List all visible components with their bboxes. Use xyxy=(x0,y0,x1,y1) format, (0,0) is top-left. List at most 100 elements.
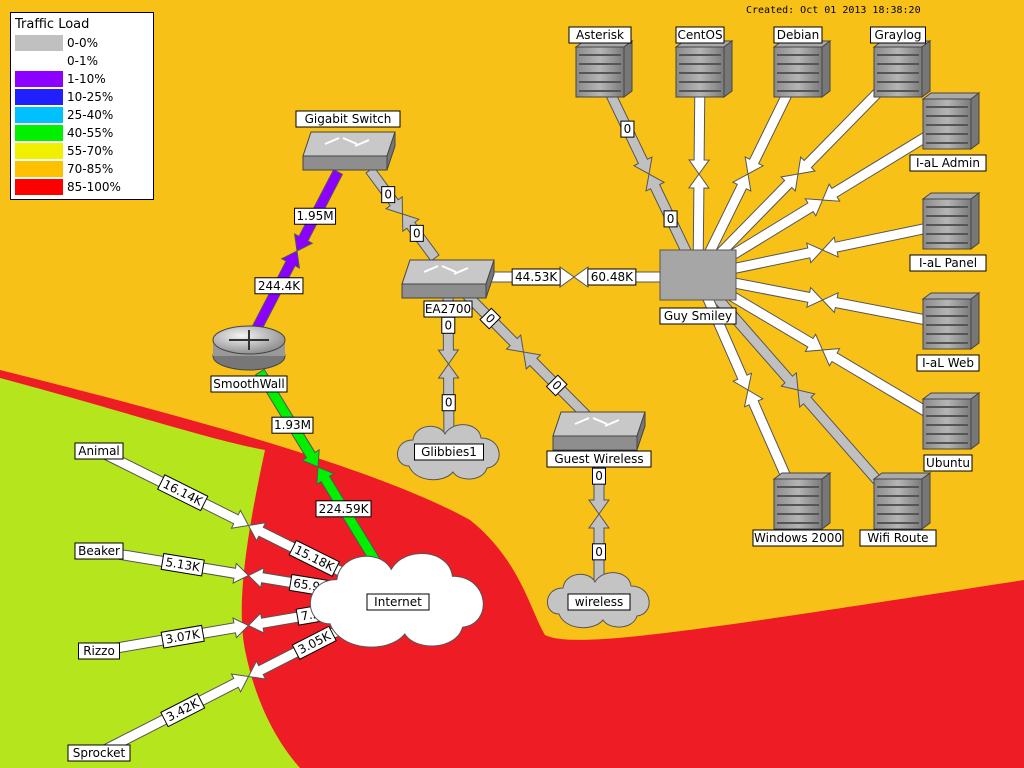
link-labels-layer: 0060.48K44.53K000000001.95M244.4K1.93M22… xyxy=(157,120,678,728)
node-smoothwall[interactable]: SmoothWall xyxy=(210,325,288,393)
svg-text:Animal: Animal xyxy=(78,444,120,458)
node-windows2000[interactable]: Windows 2000 xyxy=(752,472,844,547)
node-ubuntu[interactable]: Ubuntu xyxy=(921,392,981,472)
svg-text:SmoothWall: SmoothWall xyxy=(213,377,284,391)
svg-text:44.53K: 44.53K xyxy=(515,270,558,284)
legend-item: 55-70% xyxy=(15,143,151,161)
link-label-in: 0 xyxy=(545,374,568,397)
legend-item: 40-55% xyxy=(15,125,151,143)
svg-text:Glibbies1: Glibbies1 xyxy=(421,445,477,459)
node-ea2700[interactable]: EA2700 xyxy=(401,259,495,318)
svg-text:Guy Smiley: Guy Smiley xyxy=(664,309,732,323)
node-label: Animal xyxy=(74,442,124,460)
svg-text:0: 0 xyxy=(624,122,632,136)
green-zone xyxy=(0,378,300,768)
link-label-in: 0 xyxy=(409,224,424,242)
link-label-in: 224.59K xyxy=(315,500,372,518)
node-wireless[interactable]: wireless xyxy=(547,572,650,629)
server-icon xyxy=(574,40,634,98)
node-label: Debian xyxy=(773,26,823,44)
svg-text:I-aL Panel: I-aL Panel xyxy=(919,256,977,270)
svg-text:0: 0 xyxy=(445,396,453,410)
legend-item: 0-0% xyxy=(15,35,151,53)
svg-text:Wifi Route: Wifi Route xyxy=(867,531,928,545)
svg-text:Debian: Debian xyxy=(777,28,820,42)
server-icon xyxy=(772,40,832,98)
node-label: Guy Smiley xyxy=(659,307,737,325)
svg-text:Guest Wireless: Guest Wireless xyxy=(554,452,643,466)
node-label: Windows 2000 xyxy=(752,529,844,547)
svg-text:0: 0 xyxy=(384,188,392,202)
link-label-out: 60.48K xyxy=(587,268,637,286)
legend-label: 1-10% xyxy=(67,72,106,86)
node-label: Graylog xyxy=(870,26,926,44)
svg-text:I-aL Web: I-aL Web xyxy=(922,356,974,370)
node-ial_web[interactable]: I-aL Web xyxy=(916,292,981,372)
legend-swatch xyxy=(15,35,63,51)
node-label: Guest Wireless xyxy=(546,450,652,468)
link-label-in: 0 xyxy=(663,210,678,228)
node-internet[interactable]: Internet xyxy=(309,553,484,648)
legend-swatch xyxy=(15,161,63,177)
router-icon xyxy=(212,325,286,371)
legend-label: 0-1% xyxy=(67,54,99,68)
legend-label: 10-25% xyxy=(67,90,114,104)
legend-item: 70-85% xyxy=(15,161,151,179)
server-icon xyxy=(872,40,932,98)
link-label-in: 44.53K xyxy=(511,268,561,286)
node-centos[interactable]: CentOS xyxy=(674,26,734,98)
node-guy_smiley[interactable]: Guy Smiley xyxy=(659,249,737,325)
link-label-out: 3.07K xyxy=(160,624,205,649)
node-wifi_route[interactable]: Wifi Route xyxy=(859,472,937,547)
node-label: I-aL Panel xyxy=(909,254,987,272)
svg-text:EA2700: EA2700 xyxy=(425,302,471,316)
svg-text:0: 0 xyxy=(595,545,603,559)
link-label-out: 0 xyxy=(479,307,502,330)
svg-text:60.48K: 60.48K xyxy=(591,270,634,284)
svg-text:Windows 2000: Windows 2000 xyxy=(754,531,842,545)
node-guest_wireless[interactable]: Guest Wireless xyxy=(546,411,652,468)
switch-icon xyxy=(552,411,646,451)
legend-swatch xyxy=(15,107,63,123)
traffic-load-legend: Traffic Load 0-0%0-1%1-10%10-25%25-40%40… xyxy=(10,12,154,200)
legend-item: 10-25% xyxy=(15,89,151,107)
svg-text:224.59K: 224.59K xyxy=(319,502,370,516)
node-beaker[interactable]: Beaker xyxy=(74,542,124,560)
node-ial_admin[interactable]: I-aL Admin xyxy=(909,92,987,172)
node-label: I-aL Admin xyxy=(909,154,987,172)
node-label: wireless xyxy=(567,593,631,611)
legend-item: 0-1% xyxy=(15,53,151,71)
link-label-out: 0 xyxy=(381,186,396,204)
node-label: Wifi Route xyxy=(859,529,937,547)
svg-text:Beaker: Beaker xyxy=(78,544,120,558)
link-label-in: 244.4K xyxy=(254,277,304,295)
node-sprocket[interactable]: Sprocket xyxy=(67,744,131,762)
svg-text:1.95M: 1.95M xyxy=(297,209,334,223)
node-label: Beaker xyxy=(74,542,124,560)
svg-text:Ubuntu: Ubuntu xyxy=(926,456,970,470)
node-glibbies1[interactable]: Glibbies1 xyxy=(397,424,500,481)
svg-text:0: 0 xyxy=(667,212,675,226)
node-label: I-aL Web xyxy=(916,354,980,372)
link-label-out: 1.95M xyxy=(294,207,337,225)
node-rizzo[interactable]: Rizzo xyxy=(78,642,120,660)
legend-item: 25-40% xyxy=(15,107,151,125)
legend-item: 85-100% xyxy=(15,179,151,197)
legend-label: 25-40% xyxy=(67,108,114,122)
node-asterisk[interactable]: Asterisk xyxy=(568,26,634,98)
node-gigabit_switch[interactable]: Gigabit Switch xyxy=(295,110,401,171)
node-label: Ubuntu xyxy=(923,454,973,472)
svg-text:Sprocket: Sprocket xyxy=(73,746,126,760)
node-graylog[interactable]: Graylog xyxy=(870,26,932,98)
server-icon xyxy=(772,472,832,530)
node-animal[interactable]: Animal xyxy=(74,442,124,460)
node-debian[interactable]: Debian xyxy=(772,26,832,98)
link-label-out: 1.93M xyxy=(271,416,314,434)
link-label-out: 0 xyxy=(441,316,456,334)
svg-text:Rizzo: Rizzo xyxy=(83,644,115,658)
node-ial_panel[interactable]: I-aL Panel xyxy=(909,192,987,272)
created-timestamp: Created: Oct 01 2013 18:38:20 xyxy=(746,5,921,16)
node-label: CentOS xyxy=(675,26,725,44)
node-label: Asterisk xyxy=(568,26,632,44)
